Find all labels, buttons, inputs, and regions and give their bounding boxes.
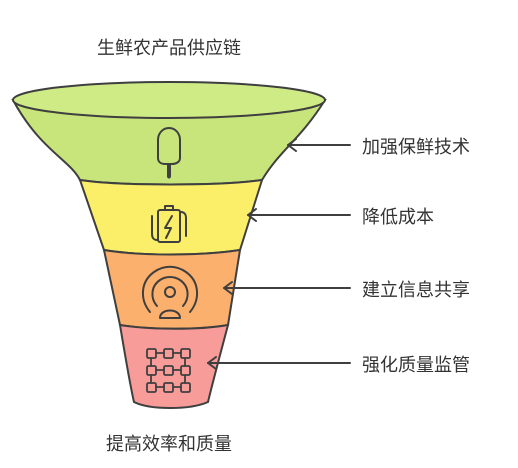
stage-label-3: 建立信息共享: [362, 280, 470, 301]
diagram-title: 生鲜农产品供应链: [97, 38, 241, 59]
arrow-stage-1: [287, 138, 351, 152]
battery-charging-icon: [151, 205, 187, 243]
stage-label-2: 降低成本: [362, 207, 434, 228]
funnel-layer-3: [102, 248, 242, 330]
funnel-rim: [12, 81, 326, 119]
popsicle-icon: [157, 127, 181, 179]
arrow-stage-4: [207, 356, 351, 370]
grid-circuit-icon: [146, 348, 191, 393]
diagram-footer: 提高效率和质量: [106, 434, 232, 455]
stage-label-1: 加强保鲜技术: [362, 137, 470, 158]
arrow-stage-2: [247, 208, 351, 222]
arrow-stage-3: [223, 281, 351, 295]
stage-label-4: 强化质量监管: [362, 355, 470, 376]
broadcast-user-icon: [142, 265, 198, 319]
